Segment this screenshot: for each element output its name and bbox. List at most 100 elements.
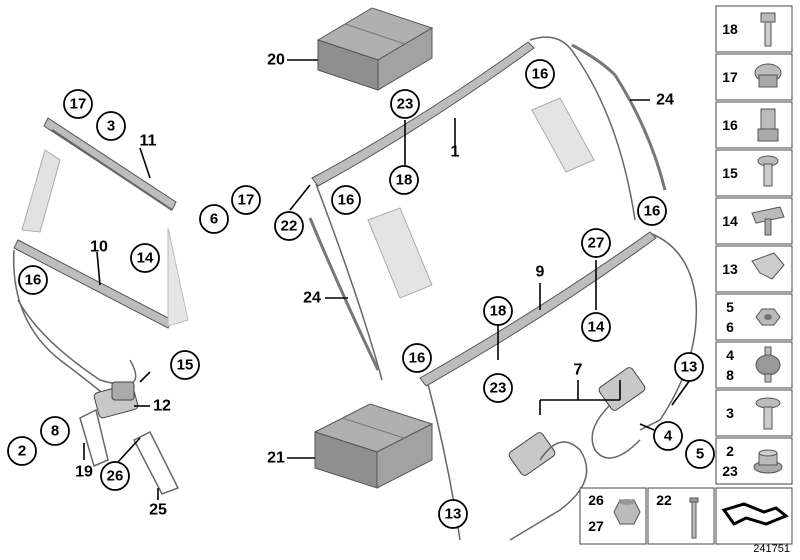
screw-icon [757, 155, 779, 187]
callout-17b: 17 [231, 185, 261, 215]
left-strip-parts [12, 117, 189, 401]
label-24b: 24 [303, 290, 321, 307]
callout-18b: 18 [483, 296, 513, 326]
flange-nut-icon [753, 449, 783, 474]
nut-icon [755, 308, 781, 326]
svg-text:4: 4 [726, 347, 734, 363]
callout-2: 2 [7, 436, 37, 466]
callout-26: 26 [100, 461, 130, 491]
svg-text:27: 27 [588, 518, 604, 534]
pin-icon [689, 497, 699, 539]
svg-text:18: 18 [490, 303, 507, 320]
label-9: 9 [536, 264, 545, 281]
svg-text:4: 4 [664, 428, 673, 445]
panel-bottom-cell-1: 26 27 [579, 487, 647, 545]
panel-row-2: 17 [715, 53, 793, 101]
panel-row-6: 13 [715, 245, 793, 293]
label-10: 10 [90, 239, 108, 256]
svg-text:14: 14 [722, 213, 738, 229]
diagram-number: 241751 [753, 543, 790, 555]
plain-numbers: 20 21 1 24 24 9 7 11 10 12 19 25 [75, 52, 674, 519]
bolt-icon [760, 12, 776, 47]
svg-text:23: 23 [397, 96, 414, 113]
drive-motor-part-12 [93, 381, 139, 419]
bracket-clip-icon [751, 252, 785, 280]
clip-icon [751, 206, 785, 236]
panel-row-8: 48 [715, 341, 793, 389]
washer-screw-icon [755, 397, 781, 430]
panel-row-4: 15 [715, 149, 793, 197]
circled-numbers: 17 3 17 6 14 16 15 8 2 26 23 18 16 16 22… [7, 59, 715, 529]
box-part-21 [313, 403, 434, 489]
svg-text:18: 18 [722, 21, 738, 37]
svg-text:16: 16 [532, 66, 549, 83]
side-seal-part-24 [308, 43, 667, 371]
callout-14a: 14 [130, 243, 160, 273]
svg-text:5: 5 [726, 299, 734, 315]
brackets-parts [79, 408, 180, 495]
svg-text:16: 16 [644, 203, 661, 220]
label-1: 1 [451, 144, 460, 161]
svg-text:16: 16 [25, 272, 42, 289]
rubber-mount-icon [755, 346, 781, 383]
callout-16a: 16 [18, 265, 48, 295]
svg-text:27: 27 [588, 235, 605, 252]
arrow-icon [721, 502, 789, 526]
hex-nut-icon [613, 499, 641, 525]
callout-18a: 18 [389, 165, 419, 195]
box-part-20 [316, 7, 434, 91]
svg-text:13: 13 [445, 506, 462, 523]
label-21: 21 [267, 450, 285, 467]
label-24a: 24 [656, 92, 674, 109]
callout-4: 4 [653, 421, 683, 451]
grommet-icon [757, 108, 779, 142]
svg-text:14: 14 [588, 319, 605, 336]
callout-17a: 17 [63, 89, 93, 119]
panel-bottom-cell-3 [715, 487, 793, 545]
callout-23b: 23 [483, 373, 513, 403]
svg-text:14: 14 [137, 250, 154, 267]
callout-16c: 16 [331, 185, 361, 215]
label-20: 20 [267, 52, 285, 69]
panel-row-1: 18 [715, 5, 793, 53]
svg-text:2: 2 [726, 443, 734, 459]
panel-row-9: 3 [715, 389, 793, 437]
callout-15: 15 [170, 350, 200, 380]
svg-text:3: 3 [107, 118, 115, 135]
svg-text:17: 17 [238, 192, 255, 209]
svg-text:13: 13 [681, 359, 698, 376]
svg-text:5: 5 [696, 446, 704, 463]
label-7: 7 [574, 362, 583, 379]
callout-16d: 16 [637, 196, 667, 226]
callout-22: 22 [274, 211, 304, 241]
callout-23a: 23 [390, 89, 420, 119]
label-12: 12 [153, 398, 171, 415]
callout-6: 6 [199, 204, 229, 234]
svg-text:22: 22 [281, 218, 298, 235]
svg-text:17: 17 [722, 69, 738, 85]
svg-text:16: 16 [722, 117, 738, 133]
svg-text:23: 23 [722, 463, 738, 479]
svg-text:18: 18 [396, 172, 413, 189]
callout-8: 8 [40, 416, 70, 446]
panel-row-5: 14 [715, 197, 793, 245]
label-11: 11 [140, 133, 157, 150]
panel-row-10: 223 [715, 437, 793, 485]
svg-text:26: 26 [107, 468, 124, 485]
svg-text:3: 3 [726, 405, 734, 421]
callout-13a: 13 [674, 352, 704, 382]
plug-icon [754, 63, 782, 88]
svg-text:8: 8 [726, 367, 734, 383]
svg-text:13: 13 [722, 261, 738, 277]
felt-pad [367, 97, 595, 299]
svg-text:8: 8 [51, 423, 59, 440]
top-seal-part-1 [311, 36, 636, 381]
svg-text:15: 15 [177, 357, 194, 374]
callout-27: 27 [581, 228, 611, 258]
svg-text:6: 6 [210, 211, 218, 228]
callout-16b: 16 [525, 59, 555, 89]
svg-text:2: 2 [18, 443, 26, 460]
svg-text:22: 22 [656, 492, 672, 508]
